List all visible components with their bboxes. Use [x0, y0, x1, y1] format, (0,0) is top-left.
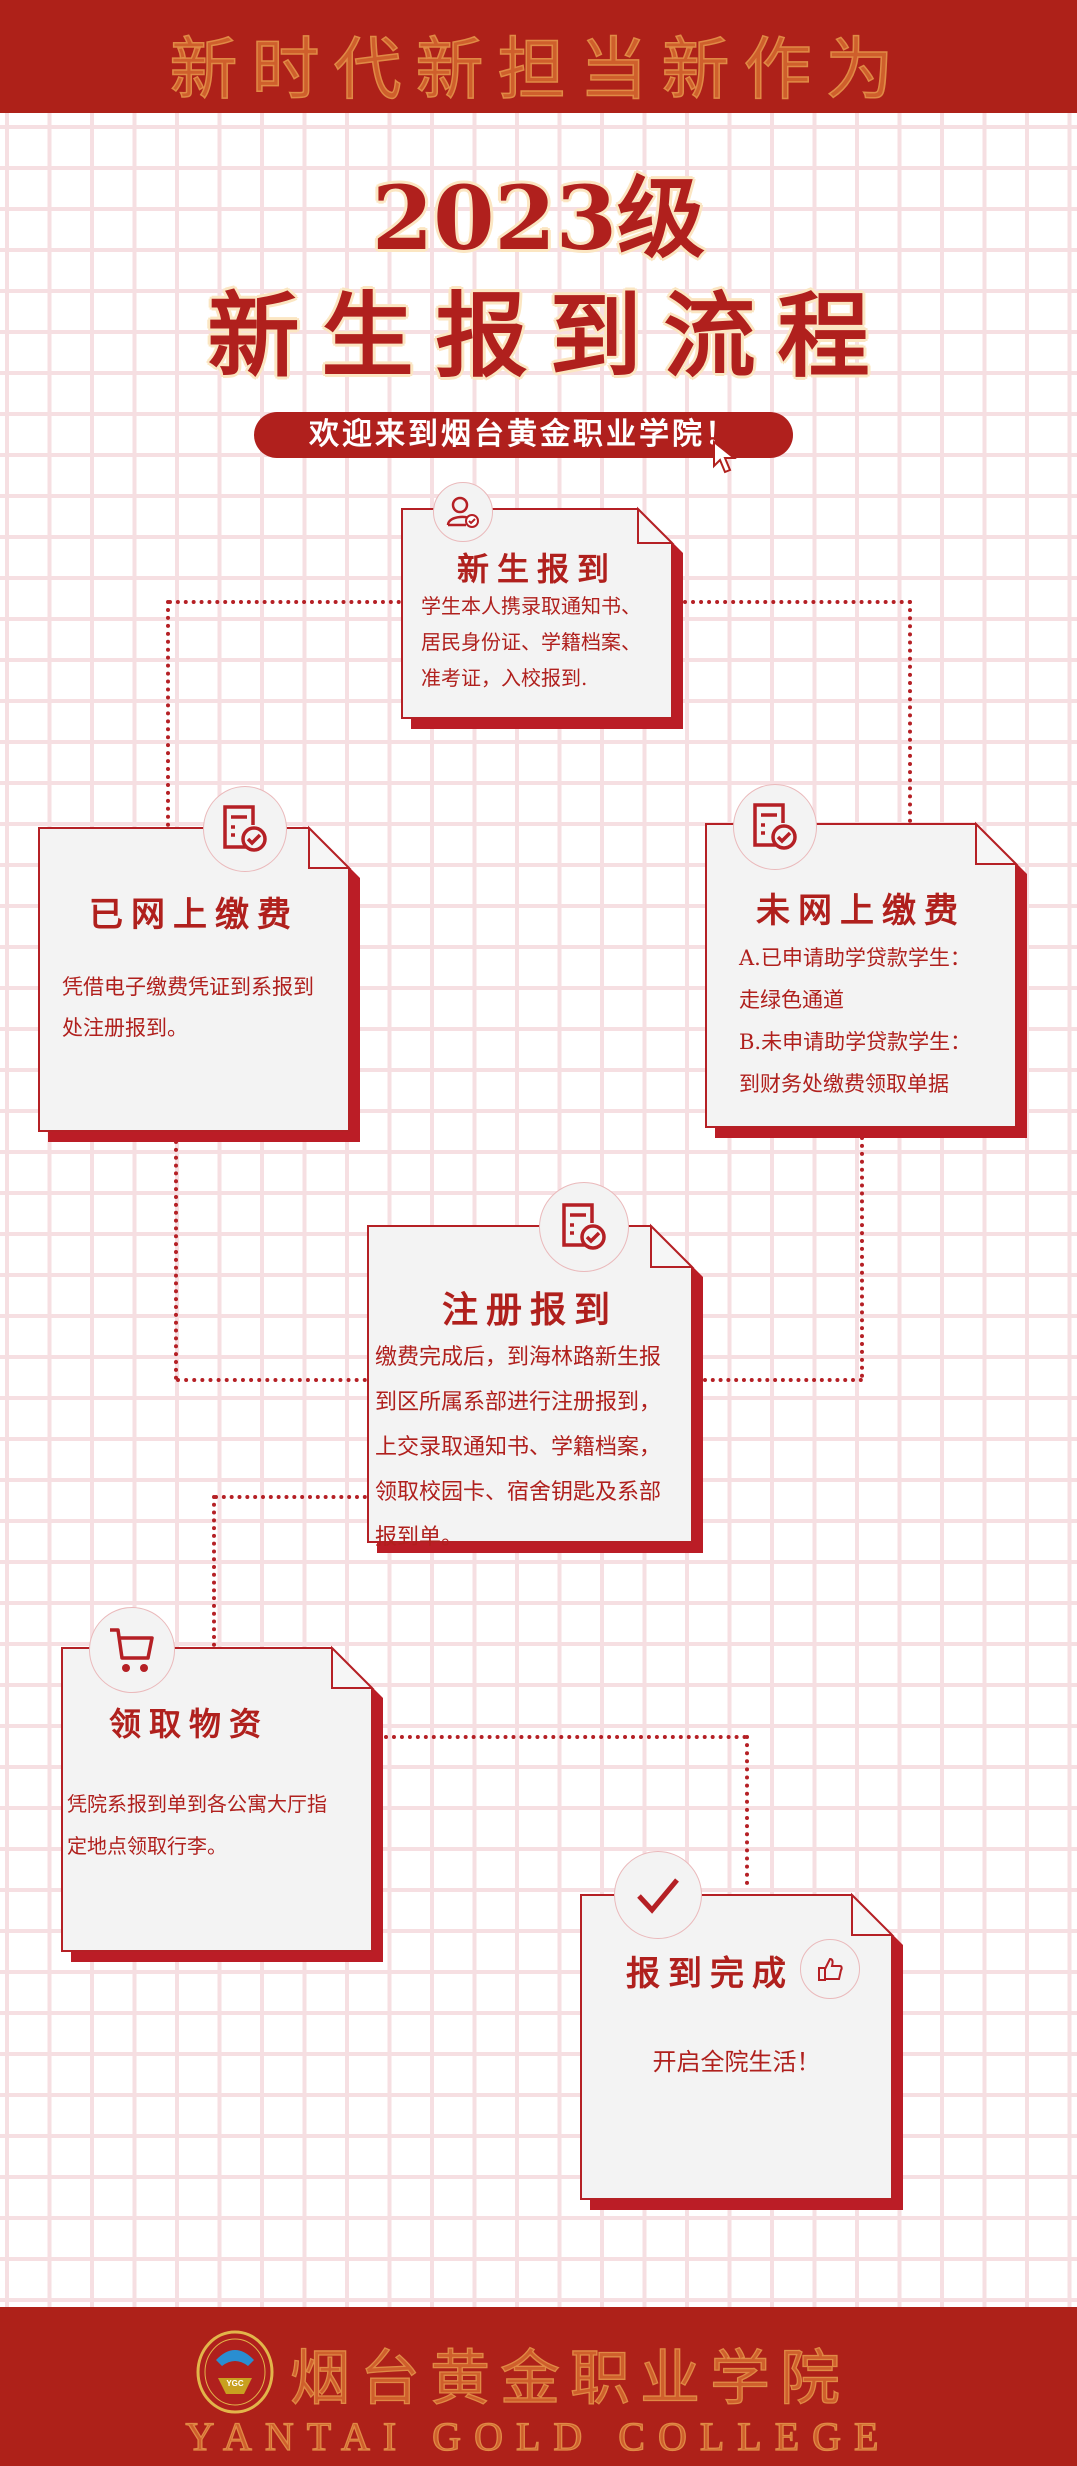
footer-banner [0, 2307, 1077, 2466]
footer-college-name-en: YANTAI GOLD COLLEGE [185, 2413, 892, 2459]
step-text: A.已申请助学贷款学生： [739, 946, 971, 970]
footer-college-name: 烟台黄金职业学院 [289, 2343, 850, 2414]
shopping-cart-icon [89, 1607, 175, 1693]
step-card-paid-online: 已网上缴费 凭借电子缴费凭证到系报到 处注册报到。 [38, 786, 360, 1142]
step-text: 报到单。 [375, 1525, 464, 1550]
college-logo: YGC [196, 2330, 274, 2414]
step-text: 缴费完成后，到海林路新生报 [375, 1345, 662, 1370]
step-title: 注册报到 [441, 1289, 618, 1331]
document-check-icon [733, 784, 817, 870]
step-text: 准考证，入校报到. [421, 666, 588, 690]
step-text: 凭院系报到单到各公寓大厅指 [67, 1792, 327, 1816]
step-text: 到财务处缴费领取单据 [739, 1072, 949, 1096]
step-title: 未网上缴费 [756, 891, 966, 931]
step-text: 到区所属系部进行注册报到， [375, 1390, 662, 1415]
step-card-new-student: 新生报到 学生本人携录取通知书、 居民身份证、学籍档案、 准考证，入校报到. [401, 482, 683, 729]
step-card-registration: 注册报到 缴费完成后，到海林路新生报 到区所属系部进行注册报到， 上交录取通知书… [367, 1182, 703, 1553]
header-banner [0, 0, 1077, 113]
step-text: 凭借电子缴费凭证到系报到 [62, 975, 314, 999]
card-frame [61, 1645, 383, 1962]
connector-line [683, 600, 912, 604]
connector-line [908, 600, 912, 823]
step-text: 居民身份证、学籍档案、 [421, 630, 641, 654]
step-text: B.未申请助学贷款学生： [739, 1030, 972, 1054]
connector-line [214, 1495, 367, 1499]
connector-line [212, 1495, 216, 1647]
card-frame [367, 1223, 703, 1553]
page-title: 新生报到流程 [207, 282, 892, 390]
document-check-icon [539, 1182, 629, 1272]
header-slogan: 新时代新担当新作为 [169, 30, 908, 111]
user-check-icon [433, 482, 493, 542]
step-text: 开启全院生活！ [652, 2048, 821, 2076]
cursor-icon [713, 440, 737, 474]
connector-line [703, 1378, 863, 1382]
connector-line [176, 1378, 367, 1382]
step-text: 领取校园卡、宿舍钥匙及系部 [375, 1480, 662, 1505]
connector-line [384, 1735, 747, 1739]
step-text: 走绿色通道 [739, 988, 844, 1012]
step-title: 新生报到 [456, 550, 617, 588]
thumbs-up-icon [800, 1939, 860, 1999]
welcome-banner: 欢迎来到烟台黄金职业学院！ [254, 412, 793, 458]
title-year: 2023级 [372, 166, 705, 270]
step-card-complete: 报到完成 开启全院生活！ [580, 1851, 903, 2210]
document-check-icon [203, 786, 287, 872]
step-title: 领取物资 [109, 1705, 270, 1743]
step-text: 学生本人携录取通知书、 [421, 594, 641, 618]
card-frame [38, 825, 360, 1142]
connector-line [168, 600, 401, 604]
step-text: 定地点领取行李。 [67, 1834, 227, 1858]
card-frame [401, 506, 683, 729]
step-title: 报到完成 [626, 1954, 794, 1994]
connector-line [860, 1136, 864, 1378]
connector-line [166, 600, 170, 827]
connector-line [174, 1140, 178, 1380]
connector-line [745, 1735, 749, 1885]
step-card-not-paid-online: 未网上缴费 A.已申请助学贷款学生： 走绿色通道 B.未申请助学贷款学生： 到财… [705, 784, 1027, 1138]
step-card-collect-supplies: 领取物资 凭院系报到单到各公寓大厅指 定地点领取行李。 [61, 1607, 383, 1962]
step-text: 上交录取通知书、学籍档案， [375, 1435, 662, 1460]
checkmark-icon [614, 1851, 702, 1939]
card-frame [705, 821, 1027, 1138]
svg-text:YGC: YGC [226, 2379, 244, 2388]
step-title: 已网上缴费 [89, 895, 299, 935]
step-text: 处注册报到。 [62, 1016, 188, 1040]
